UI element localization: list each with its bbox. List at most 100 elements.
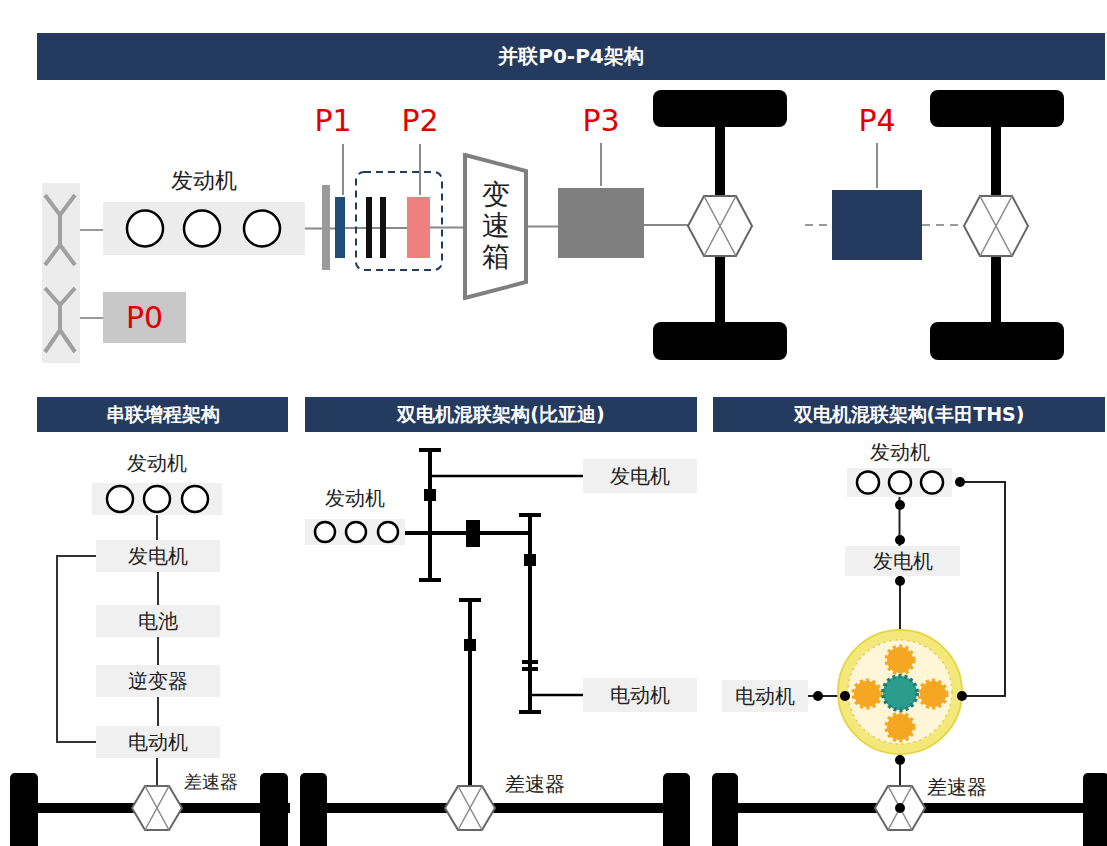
gear-shafts-part <box>459 598 481 602</box>
cylinder-circle <box>378 522 398 542</box>
cylinder-circle <box>182 486 208 512</box>
connector <box>157 697 159 726</box>
leader-line-part <box>876 143 878 188</box>
front-axle-part <box>644 224 690 226</box>
planetary-gear-part <box>848 640 952 744</box>
connector <box>157 572 159 605</box>
engine-block: 发动机 <box>92 444 222 515</box>
box-label: P0 <box>126 300 163 335</box>
motor-block <box>832 190 922 260</box>
title-band: 双电机混联架构(丰田THS) <box>713 397 1105 432</box>
engine-body <box>305 519 405 545</box>
planetary-gear-part-part <box>854 681 880 707</box>
belt-pulleys-part <box>80 317 103 319</box>
gear-shafts-part <box>419 578 441 582</box>
band-title: 双电机混联架构(比亚迪) <box>397 402 604 428</box>
cylinder-circle <box>857 472 879 494</box>
motor-p1: P1 <box>313 100 353 258</box>
part-label: 差速器 <box>503 771 567 798</box>
front-axle <box>644 90 787 360</box>
series-driveline-part <box>132 786 182 830</box>
clutch-assembly-part <box>380 197 386 258</box>
leader-line-part <box>419 144 421 195</box>
byd-driveline-part <box>663 773 690 846</box>
cylinder-circle <box>315 522 335 542</box>
belt-pulleys-part <box>80 229 103 231</box>
gear-blocks-part <box>466 520 480 547</box>
motor-box: 电动机 <box>583 678 697 712</box>
gear-shafts-part <box>519 513 541 517</box>
band-title: 串联增程架构 <box>106 402 220 428</box>
gear-blocks <box>424 489 538 671</box>
part-label: 差速器 <box>925 774 989 801</box>
leader-line-part <box>600 143 602 186</box>
clutch-assembly-part <box>345 227 407 229</box>
series-driveline-part <box>156 757 158 787</box>
belt-pulleys <box>42 183 103 363</box>
box-label: 发电机 <box>610 463 670 490</box>
cylinder-circle <box>107 486 133 512</box>
joint-dot-part <box>813 691 823 701</box>
box-label: 电池 <box>138 608 178 635</box>
series-driveline-part <box>10 773 38 846</box>
belt-pulleys-part <box>45 195 75 265</box>
joint-dot-part <box>957 691 967 701</box>
cylinder-circle <box>144 486 170 512</box>
byd-driveline <box>300 773 690 846</box>
rear-axle-part <box>930 90 1064 127</box>
box-label: 电动机 <box>610 682 670 709</box>
rear-axle-part <box>930 322 1064 360</box>
gear-blocks-part <box>524 554 536 566</box>
box-label: 发电机 <box>128 543 188 570</box>
rear-axle-part <box>805 224 832 226</box>
motor-block <box>407 197 430 258</box>
generator-box: 发电机 <box>583 459 697 493</box>
belt-pulleys-part <box>45 288 75 352</box>
engine-heading: 发动机 <box>92 444 222 483</box>
band-title: 双电机混联架构(丰田THS) <box>794 402 1025 428</box>
rear-axle <box>805 90 1064 360</box>
cylinder-circle <box>184 211 220 247</box>
cylinder-icons <box>103 202 305 255</box>
engine-label: 发动机 <box>870 439 930 466</box>
engine-block: 发动机 <box>305 478 405 545</box>
engine-heading: 发动机 <box>305 478 405 519</box>
ths-driveline-part <box>888 786 912 830</box>
series-driveline <box>10 757 290 846</box>
generator-box: 发电机 <box>96 540 220 572</box>
front-axle-part <box>688 196 752 256</box>
callout-number: P4 <box>858 106 895 136</box>
clutch-assembly-part <box>322 185 330 270</box>
motor-box: 电动机 <box>722 680 808 712</box>
motor-p3: P3 <box>558 100 644 258</box>
connector <box>156 515 158 540</box>
engine-heading: 发动机 <box>847 437 952 468</box>
cylinder-icons <box>92 483 222 515</box>
planetary-gear-part-part <box>887 647 913 673</box>
gear-shafts-part <box>468 600 472 787</box>
cylinder-circle <box>889 472 911 494</box>
gearbox-label: 变速箱 <box>482 180 510 272</box>
ths-driveline-part <box>712 773 738 846</box>
title-band: 双电机混联架构(比亚迪) <box>305 397 697 432</box>
planetary-gear-part <box>838 630 962 754</box>
generator-box: 发电机 <box>845 546 960 576</box>
title-band: 串联增程架构 <box>37 397 288 432</box>
callout-heading: P3 <box>558 100 644 142</box>
engine-label: 发动机 <box>127 450 187 477</box>
rear-axle-part <box>922 224 964 226</box>
connector <box>528 226 558 228</box>
callout-number: P3 <box>582 106 619 136</box>
cylinder-circle <box>244 211 280 247</box>
callout-heading: P1 <box>313 100 353 142</box>
engine-heading: 发动机 <box>103 160 305 202</box>
title-band: 并联P0-P4架构 <box>37 33 1105 80</box>
callout-heading: P2 <box>397 100 443 142</box>
leader-line-part <box>342 144 344 195</box>
joint-dot-part <box>840 691 850 701</box>
rear-axle-part <box>964 196 1028 256</box>
rear-axle-part <box>980 196 1012 256</box>
battery-box: 电池 <box>96 605 220 637</box>
byd-driveline-part <box>458 786 482 830</box>
band-title: 并联P0-P4架构 <box>498 43 643 70</box>
